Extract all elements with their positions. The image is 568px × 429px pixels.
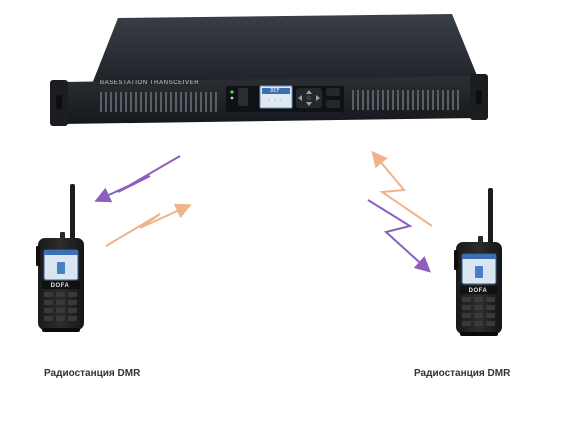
radio-screen-header: [44, 250, 78, 255]
radio-brand-left: DOFA: [50, 283, 70, 289]
nav-down-icon[interactable]: [306, 102, 312, 106]
rack-lcd-line: · · ·: [267, 98, 283, 104]
downlink-arrow-right: [367, 199, 431, 273]
brand-strip: [460, 286, 498, 294]
downlink-arrow-left: [94, 155, 181, 203]
radio-caption-left: Радиостанция DMR: [44, 368, 141, 379]
rack-lcd-logo: DCF: [270, 88, 280, 94]
radio-brand-right: DOFA: [468, 288, 488, 294]
soft-key-2[interactable]: [326, 100, 340, 108]
status-led-icon: [230, 90, 234, 94]
keypad[interactable]: [462, 297, 495, 326]
base-station: [50, 14, 488, 126]
keypad[interactable]: [44, 292, 77, 321]
radio-caption-right: Радиостанция DMR: [414, 368, 511, 379]
soft-key-1[interactable]: [326, 88, 340, 96]
antenna-icon: [488, 188, 493, 246]
power-button[interactable]: [238, 88, 248, 106]
radio-screen-header: [462, 254, 496, 259]
vent-left: [100, 92, 217, 112]
ptt-button[interactable]: [36, 246, 40, 266]
status-led-2-icon: [230, 96, 234, 100]
radio-base: [460, 332, 498, 336]
radio-base: [42, 328, 80, 332]
signal-link-left: [94, 155, 192, 247]
uplink-arrow-right: [371, 150, 433, 227]
nav-ok-button[interactable]: [306, 95, 312, 101]
ptt-button[interactable]: [454, 250, 458, 270]
nav-right-icon[interactable]: [316, 95, 320, 101]
nav-left-icon[interactable]: [298, 95, 302, 101]
handset-right: [454, 188, 502, 336]
rack-panel-label: BASESTATION TRANSCEIVER: [100, 80, 200, 86]
signal-link-right: [367, 150, 433, 273]
rack-handle-right: [476, 90, 482, 104]
rack-top: [92, 14, 478, 84]
vent-right: [352, 90, 459, 110]
antenna-icon: [70, 184, 75, 242]
brand-strip: [42, 281, 80, 289]
lcd-header-bar: [262, 88, 290, 94]
radio-screen-icon: [57, 262, 65, 274]
radio-screen-icon: [475, 266, 483, 278]
uplink-arrow-left: [105, 203, 192, 247]
handset-left: [36, 184, 84, 332]
nav-up-icon[interactable]: [306, 90, 312, 94]
rack-handle-left: [56, 95, 62, 109]
